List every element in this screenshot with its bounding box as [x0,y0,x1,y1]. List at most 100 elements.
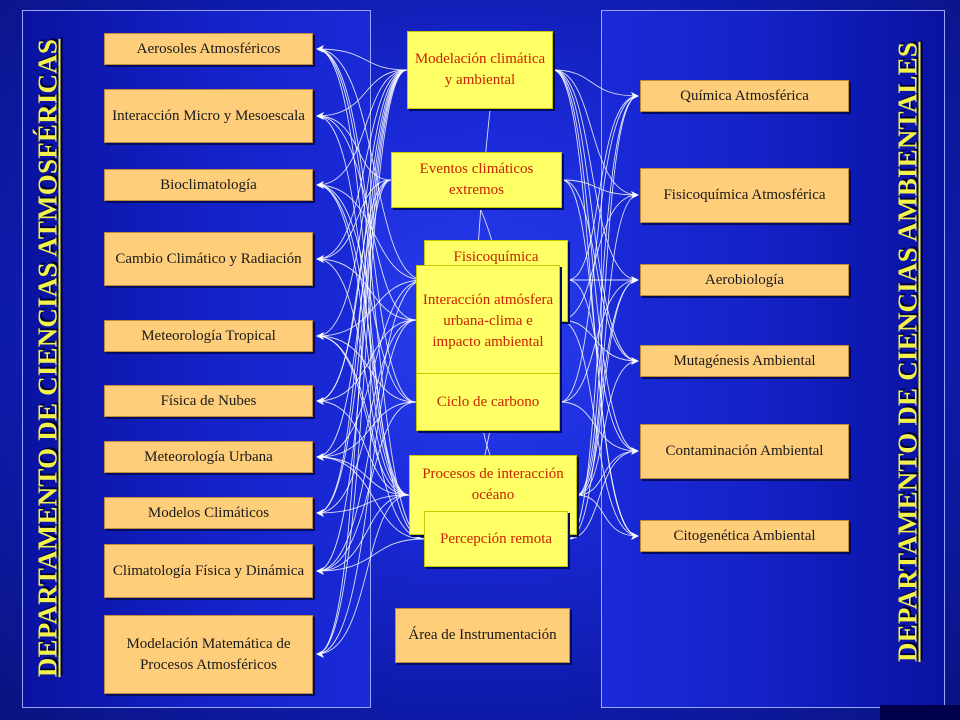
connector-line [576,194,639,496]
left-group-modelacion-matematica[interactable]: Modelación Matemática de Procesos Atmosf… [104,615,313,694]
connector-line [567,450,639,540]
connector-line [316,494,410,514]
right-department-title: DEPARTAMENTO DE CIENCIAS AMBIENTALES [892,41,923,663]
connector-line [567,95,639,540]
arrow-head [631,276,639,284]
connector-line [567,95,639,281]
connector-line [316,69,408,514]
arrow-head [316,45,324,53]
arrow-head [316,112,324,120]
connector-line [552,69,639,196]
connector-line [316,279,425,572]
connector-line [552,69,639,362]
connector-line [316,115,417,321]
connector-line [316,48,417,403]
left-group-fisica-nubes[interactable]: Física de Nubes [104,385,313,417]
connector-line [576,450,639,496]
center-topic-interaccion-urbana[interactable]: Interacción atmósfera urbana-clima e imp… [416,265,560,377]
center-topic-ciclo-carbono[interactable]: Ciclo de carbono [416,373,560,431]
right-group-quimica-atmosferica[interactable]: Química Atmosférica [640,80,849,112]
connector-line [316,401,417,572]
connector-line [316,184,425,540]
instrumentation-area[interactable]: Área de Instrumentación [395,608,570,663]
arrow-head [316,650,324,658]
arrow-head [631,191,639,199]
connector-line [316,184,410,496]
connector-line [316,494,410,572]
connector-line [316,179,392,655]
arrow-head [631,532,639,540]
connector-line [561,179,639,362]
connector-line [316,319,417,514]
right-group-mutagenesis[interactable]: Mutagénesis Ambiental [640,345,849,377]
connector-line [316,69,408,572]
left-group-modelos-climaticos[interactable]: Modelos Climáticos [104,497,313,529]
connector-line [316,538,425,572]
connector-line [316,494,410,655]
connector-line [576,95,639,496]
connector-line [316,258,417,321]
center-topic-modelacion-climatica[interactable]: Modelación climática y ambiental [407,31,553,109]
arrow-head [316,397,324,405]
connector-line [316,48,425,281]
connector-line [559,401,639,452]
connector-line [316,48,408,71]
right-group-aerobiologia[interactable]: Aerobiología [640,264,849,296]
connector-line [316,184,417,403]
connector-line [316,279,425,458]
arrow-head [316,567,324,575]
connector-line [316,69,408,260]
connector-line [567,279,639,540]
arrow-head [631,92,639,100]
center-topic-eventos-extremos[interactable]: Eventos climáticos extremos [391,152,562,208]
left-group-climatologia-fisica[interactable]: Climatología Física y Dinámica [104,544,313,598]
left-group-meteorologia-urbana[interactable]: Meteorología Urbana [104,441,313,473]
left-group-aerosoles[interactable]: Aerosoles Atmosféricos [104,33,313,65]
connector-line [552,69,639,452]
arrow-head [316,453,324,461]
connector-line [316,319,417,402]
connector-line [316,69,408,117]
arrow-head [316,509,324,517]
left-group-meteorologia-tropical[interactable]: Meteorología Tropical [104,320,313,352]
right-group-fisicoquimica-atmosferica[interactable]: Fisicoquímica Atmosférica [640,168,849,223]
connector-line [316,179,392,402]
connector-line [316,48,425,540]
connector-line [316,69,408,337]
center-topic-percepcion-remota[interactable]: Percepción remota [424,511,568,567]
connector-line [552,69,639,281]
right-group-citogenetica[interactable]: Citogenética Ambiental [640,520,849,552]
arrow-head [316,332,324,340]
connector-line [559,95,639,403]
connector-line [559,319,639,537]
connector-line [316,400,410,496]
right-group-contaminacion[interactable]: Contaminación Ambiental [640,424,849,479]
arrow-head [316,255,324,263]
connector-line [316,115,392,181]
connector-line [559,279,639,403]
left-department-title: DEPARTAMENTO DE CIENCIAS ATMOSFÉRICAS [32,38,63,678]
connector-line [316,48,410,496]
arrow-head [631,357,639,365]
left-group-cambio-climatico[interactable]: Cambio Climático y Radiación [104,232,313,286]
connector-line [552,69,639,537]
left-group-interaccion-micro[interactable]: Interacción Micro y Mesoescala [104,89,313,143]
connector-line [559,194,639,321]
connector-line [316,279,425,337]
arrow-head [631,447,639,455]
connector-line [316,184,425,281]
arrow-head [316,181,324,189]
connector-line [316,179,392,260]
connector-line [552,69,639,97]
left-group-bioclimatologia[interactable]: Bioclimatología [104,169,313,201]
connector-line [561,179,639,196]
connector-line [316,456,425,540]
connector-line [576,360,639,496]
connector-line [316,335,425,540]
connector-line [316,115,410,496]
connector-line [316,258,410,496]
corner-decoration [880,705,960,720]
connector-line [316,179,392,514]
connector-line [576,494,639,537]
